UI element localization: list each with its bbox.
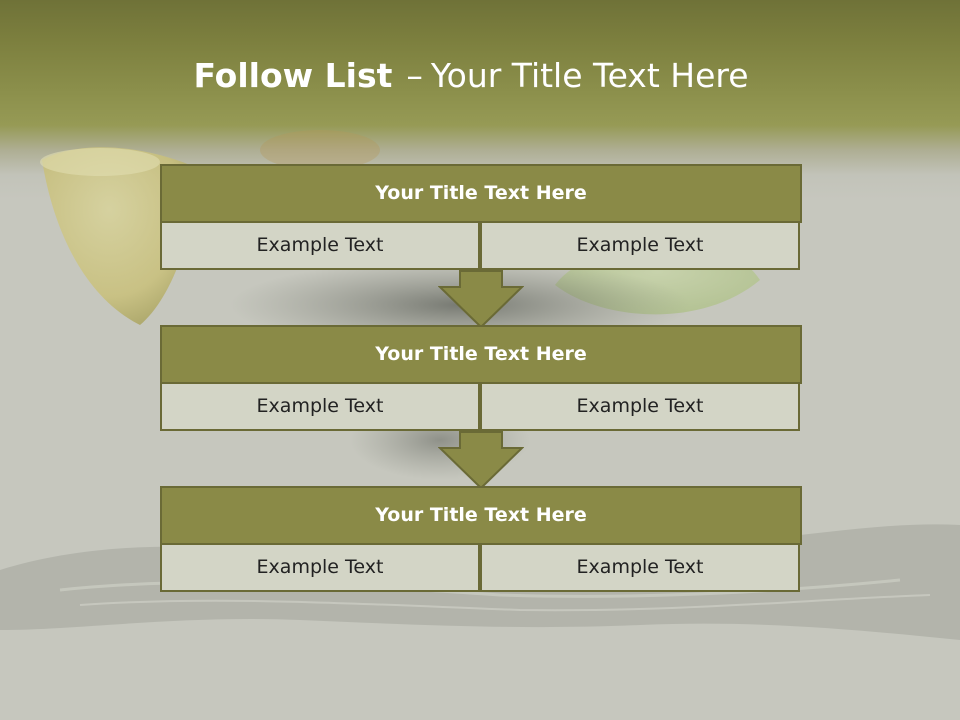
block-cell-right: Example Text xyxy=(480,543,800,592)
title-rest-part: Your Title Text Here xyxy=(430,56,749,95)
list-block-2: Your Title Text Here Example Text Exampl… xyxy=(160,325,802,431)
block-header: Your Title Text Here xyxy=(160,486,802,545)
slide-title: Follow List–Your Title Text Here xyxy=(0,54,942,98)
block-cell-left: Example Text xyxy=(160,221,480,270)
block-header: Your Title Text Here xyxy=(160,325,802,384)
list-block-3: Your Title Text Here Example Text Exampl… xyxy=(160,486,802,592)
block-cell-left: Example Text xyxy=(160,382,480,431)
block-header: Your Title Text Here xyxy=(160,164,802,223)
block-cell-right: Example Text xyxy=(480,382,800,431)
block-cell-right: Example Text xyxy=(480,221,800,270)
title-bold-part: Follow List xyxy=(193,56,393,95)
down-arrow-icon xyxy=(438,431,524,489)
list-block-1: Your Title Text Here Example Text Exampl… xyxy=(160,164,802,270)
title-dash: – xyxy=(406,56,423,95)
block-cell-left: Example Text xyxy=(160,543,480,592)
down-arrow-icon xyxy=(438,270,524,328)
